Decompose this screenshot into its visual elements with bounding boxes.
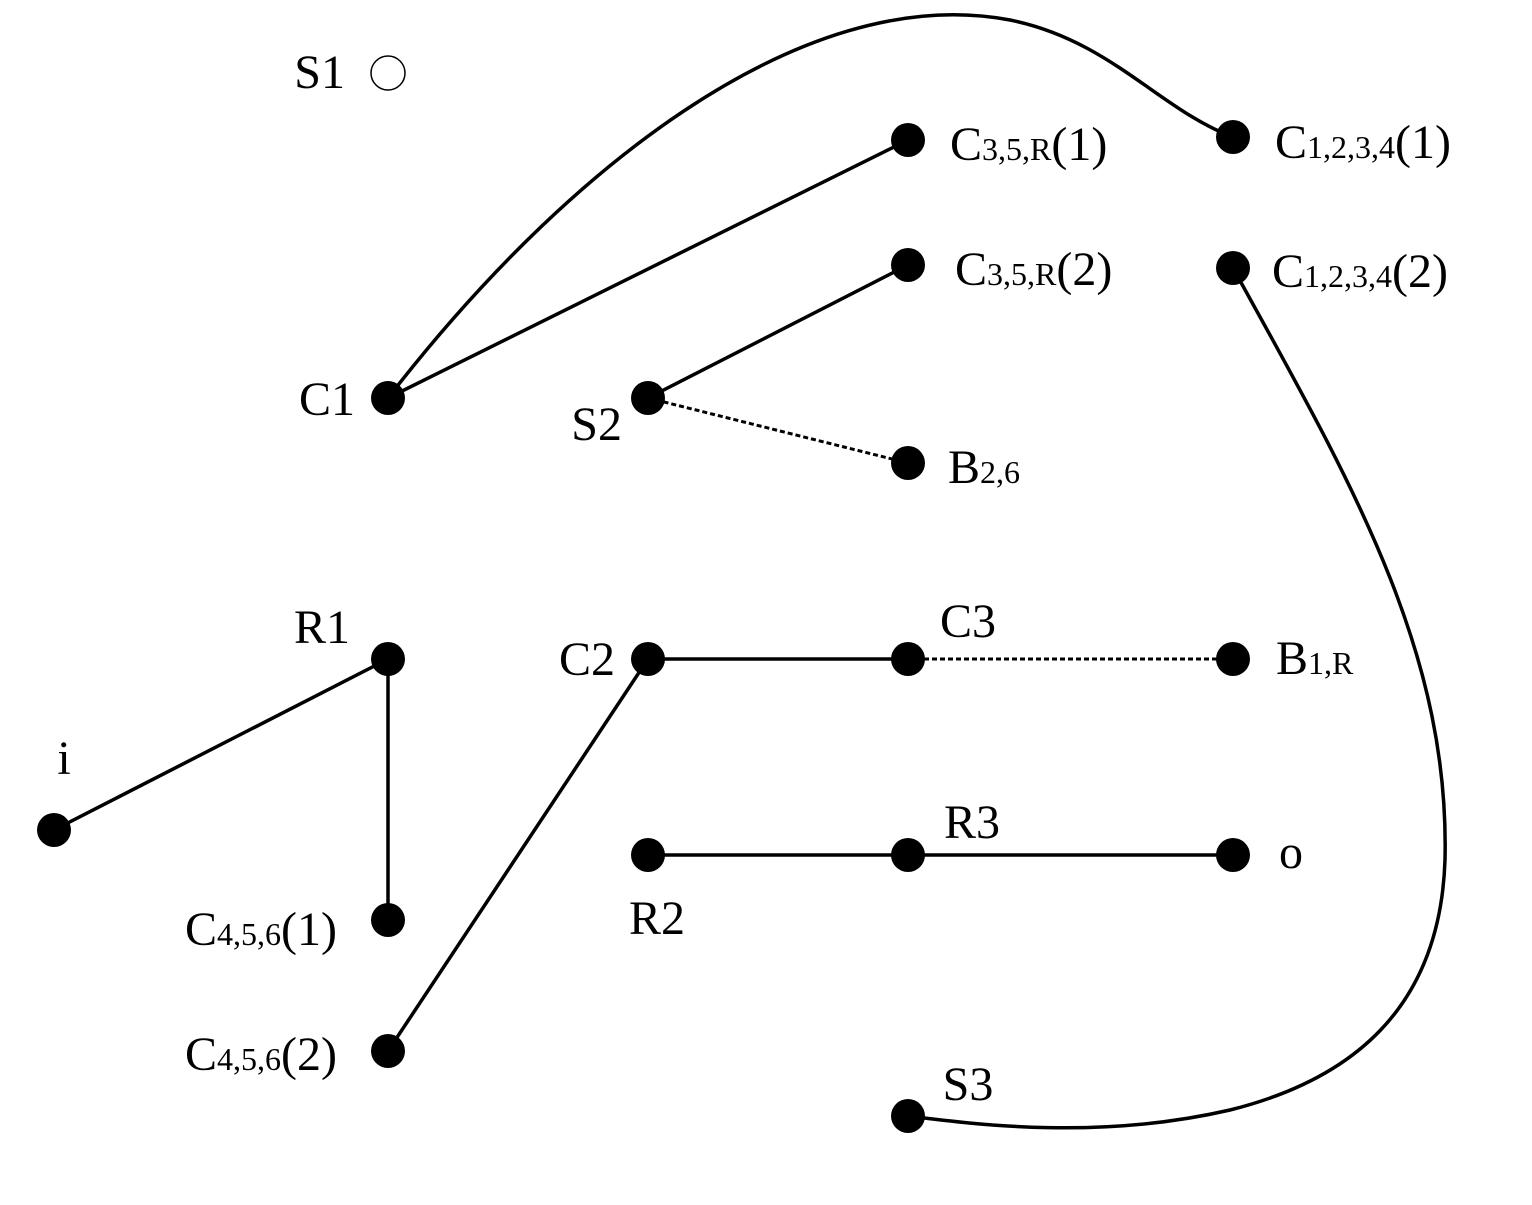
- edge-s2-b26: [647, 396, 909, 465]
- node-s3: [891, 1099, 925, 1133]
- node-c456_2: [371, 1034, 405, 1068]
- node-label-r1: R1: [294, 601, 350, 654]
- node-c1234_2: [1216, 251, 1250, 285]
- node-c3: [891, 642, 925, 676]
- edge-layer: [53, 13, 1447, 1130]
- node-s1: [370, 55, 406, 91]
- edge-c1-c1234_1: [386, 13, 1234, 400]
- edge-c1-c35r_1: [387, 138, 909, 400]
- node-label-b1r: B1,R: [1276, 632, 1354, 685]
- node-b26: [891, 446, 925, 480]
- node-label-o: o: [1279, 826, 1303, 879]
- node-label-r2: R2: [629, 892, 685, 945]
- node-label-c456_2: C4,5,6(2): [185, 1028, 337, 1081]
- edge-i-r1: [53, 657, 389, 832]
- edge-c2-c456_2: [386, 658, 650, 1052]
- node-r1: [371, 642, 405, 676]
- node-label-c35r_2: C3,5,R(2): [955, 243, 1112, 296]
- node-label-s3: S3: [943, 1058, 994, 1111]
- node-label-r3: R3: [944, 796, 1000, 849]
- node-label-c1: C1: [299, 373, 355, 426]
- node-c1: [371, 381, 405, 415]
- node-r2: [631, 838, 665, 872]
- node-label-s2: S2: [571, 398, 622, 451]
- node-s2: [631, 381, 665, 415]
- node-layer: [37, 55, 1250, 1133]
- node-i: [37, 813, 71, 847]
- edge-c1234_2-s3: [907, 267, 1447, 1130]
- node-c1234_1: [1216, 120, 1250, 154]
- node-b1r: [1216, 642, 1250, 676]
- node-label-c35r_1: C3,5,R(1): [950, 118, 1107, 171]
- node-label-c1234_1: C1,2,3,4(1): [1275, 116, 1451, 169]
- node-o: [1216, 838, 1250, 872]
- node-label-i: i: [57, 732, 70, 785]
- node-label-c3: C3: [940, 595, 996, 648]
- node-r3: [891, 838, 925, 872]
- node-c35r_1: [891, 123, 925, 157]
- node-label-c456_1: C4,5,6(1): [185, 903, 337, 956]
- node-label-b26: B2,6: [948, 441, 1020, 494]
- node-label-s1: S1: [294, 46, 345, 99]
- node-label-c1234_2: C1,2,3,4(2): [1272, 245, 1448, 298]
- node-c35r_2: [891, 248, 925, 282]
- node-label-c2: C2: [559, 633, 615, 686]
- node-c2: [631, 642, 665, 676]
- edge-s2-c35r_2: [647, 263, 909, 400]
- node-c456_1: [371, 903, 405, 937]
